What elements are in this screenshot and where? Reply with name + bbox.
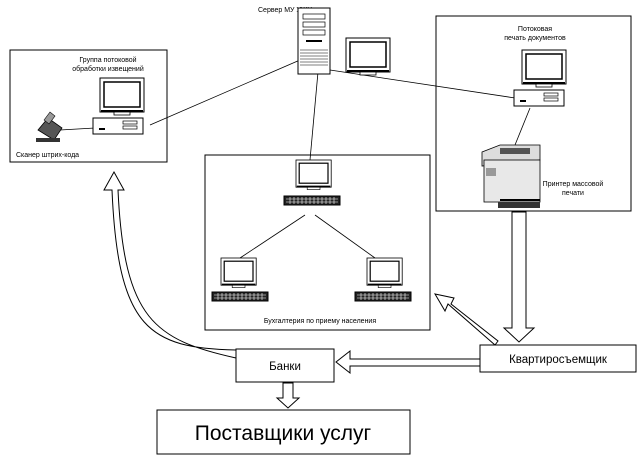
accounting-label: Бухгалтерия по приему населения: [264, 318, 377, 325]
suppliers-node: Поставщики услуг: [156, 409, 411, 455]
accounting-keyboard-left-icon: [211, 291, 269, 302]
mass-printer-icon: [481, 144, 541, 208]
link-scanner-pc: [59, 127, 96, 131]
tenant-label: Квартиросъемщик: [509, 354, 608, 366]
suppliers-label: Поставщики услуг: [195, 422, 372, 445]
banks-node: Банки: [235, 348, 335, 383]
link-server-left-group: [149, 59, 301, 126]
print-monitor-icon: [521, 49, 567, 88]
print-group-box: [435, 15, 632, 212]
server-label: Сервер МУ УЖХ: [258, 7, 312, 14]
print-desktop-icon: [513, 89, 565, 107]
flow-arrows: [103, 170, 536, 409]
accounting-monitor-right-icon: [366, 257, 404, 289]
arrow-print-to-tenant: [502, 211, 536, 343]
server-monitor-icon: [345, 37, 391, 76]
suppliers-box: [156, 409, 411, 455]
arrow-tenant-to-accounting: [433, 293, 499, 346]
print-group: Потоковая печать документов Принтер масс…: [435, 15, 632, 212]
accounting-monitor-left-icon: [220, 257, 258, 289]
arrow-tenant-to-banks: [335, 349, 481, 375]
scanner-label: Сканер штрих-кода: [16, 152, 79, 159]
processing-group-label-1: Группа потоковой: [79, 56, 136, 64]
tenant-box: [479, 344, 637, 373]
processing-group: Группа потоковой обработки извещений Ска…: [9, 49, 168, 163]
processing-group-box: [9, 49, 168, 163]
banks-box: [235, 348, 335, 383]
server: Сервер МУ УЖХ: [258, 7, 391, 76]
link-printqueue-printer: [514, 107, 531, 146]
barcode-scanner-icon: [36, 111, 63, 142]
workstation-desktop-icon: [92, 117, 144, 135]
banks-label: Банки: [269, 361, 301, 373]
tenant-node: Квартиросъемщик: [479, 344, 637, 373]
printer-label-1: Принтер массовой: [543, 180, 604, 188]
accounting-group-box: [204, 154, 431, 331]
link-accounting-right-pc: [314, 214, 376, 259]
accounting-group: Бухгалтерия по приему населения: [204, 154, 431, 331]
link-server-accounting: [309, 71, 319, 161]
accounting-keyboard-top-icon: [283, 195, 341, 206]
print-group-label-2: печать документов: [504, 35, 566, 42]
link-accounting-left-pc: [239, 214, 306, 259]
arrow-banks-to-suppliers: [275, 382, 301, 409]
accounting-monitor-top-icon: [295, 159, 333, 191]
print-group-label-1: Потоковая: [518, 26, 552, 33]
printer-label-2: печати: [562, 190, 584, 197]
accounting-keyboard-right-icon: [354, 291, 412, 302]
server-tower-icon: [297, 7, 331, 75]
processing-group-label-2: обработки извещений: [72, 65, 144, 73]
link-server-print-group: [329, 69, 516, 99]
arrow-banks-to-processing: [103, 170, 237, 359]
workstation-monitor-icon: [99, 77, 145, 116]
